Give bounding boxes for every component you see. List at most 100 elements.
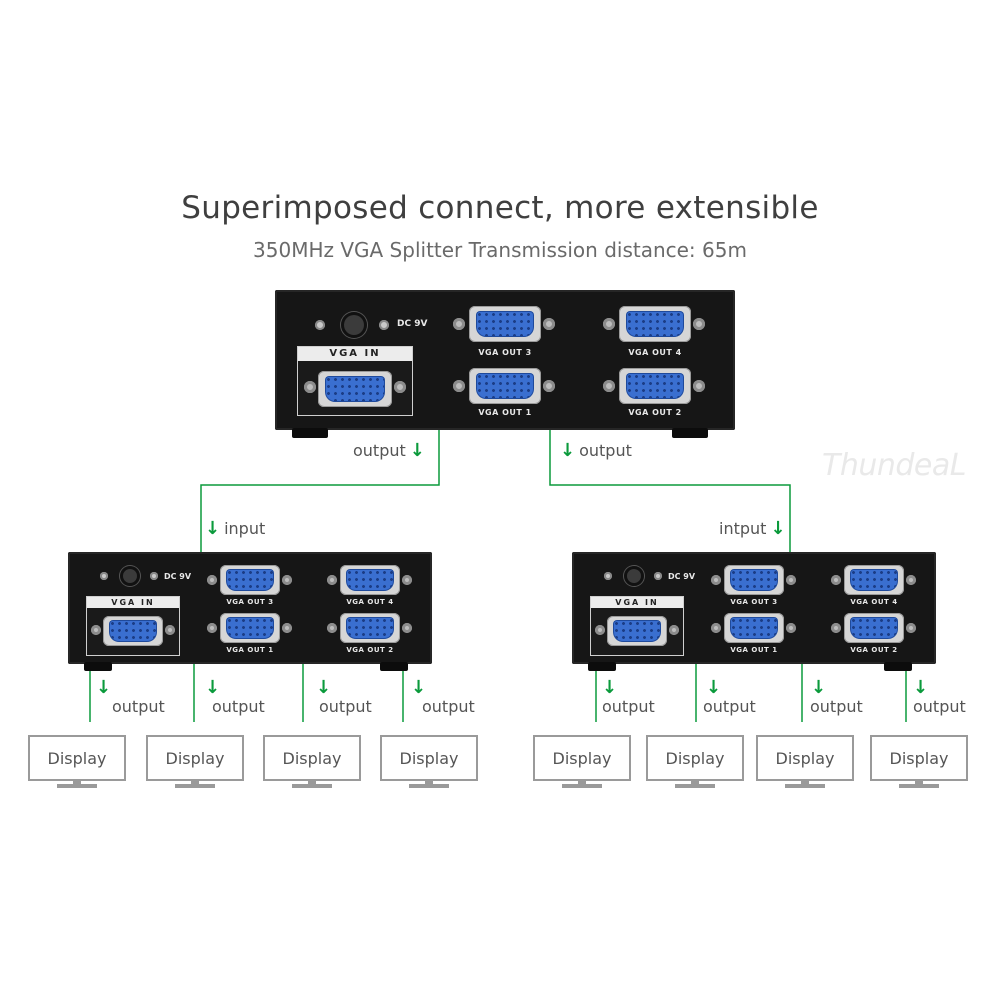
vga-out-4-label: VGA OUT 4: [850, 598, 898, 606]
display-monitor-icon: Display: [533, 735, 631, 781]
vga-out-4-label: VGA OUT 4: [346, 598, 394, 606]
output-label-text: output: [913, 697, 966, 716]
page-subtitle: 350MHz VGA Splitter Transmission distanc…: [253, 238, 747, 262]
vga-out-1-port: [451, 364, 559, 408]
vga-out-1-label: VGA OUT 1: [478, 408, 532, 417]
brand-watermark: ThundeaL: [822, 448, 966, 483]
top-left-output-label: output↓: [353, 439, 425, 461]
dc-power-jack: [341, 312, 367, 338]
arrow-down-icon: ↓: [706, 677, 722, 698]
arrow-down-icon: ↓: [770, 517, 786, 539]
output-label-text: output: [422, 697, 475, 716]
output-label: ↓: [811, 677, 827, 698]
output-label: ↓: [411, 677, 427, 698]
dc-power-jack: [624, 566, 644, 586]
main-vga-splitter: DC 9V VGA IN VGA OUT 3 VGA OUT 4 VGA OUT…: [275, 290, 735, 430]
vga-out-3-port: [451, 302, 559, 346]
display-monitor-icon: Display: [146, 735, 244, 781]
right-input-label: intput↓: [719, 517, 786, 539]
output-label: ↓: [96, 677, 112, 698]
dc-label: DC 9V: [397, 319, 428, 329]
dc-power-jack: [120, 566, 140, 586]
output-label-text: output: [602, 697, 655, 716]
vga-out-3-label: VGA OUT 3: [730, 598, 778, 606]
vga-in-label: VGA IN: [298, 347, 412, 361]
dc-label: DC 9V: [164, 572, 192, 581]
screw-icon: [100, 572, 108, 580]
vga-out-3-label: VGA OUT 3: [226, 598, 274, 606]
display-monitor-icon: Display: [263, 735, 361, 781]
arrow-down-icon: ↓: [811, 677, 827, 698]
vga-in-label: VGA IN: [87, 597, 179, 608]
vga-in-label: VGA IN: [591, 597, 683, 608]
vga-out-1-port: [710, 610, 798, 646]
unit-foot: [588, 662, 616, 671]
arrow-down-icon: ↓: [913, 677, 929, 698]
vga-out-2-port: [326, 610, 414, 646]
screw-icon: [150, 572, 158, 580]
vga-in-panel: VGA IN: [86, 596, 180, 656]
output-label: ↓: [602, 677, 618, 698]
display-monitor-icon: Display: [646, 735, 744, 781]
unit-foot: [292, 428, 328, 438]
arrow-down-icon: ↓: [205, 677, 221, 698]
arrow-down-icon: ↓: [96, 677, 112, 698]
vga-out-3-port: [710, 562, 798, 598]
vga-out-2-label: VGA OUT 2: [346, 646, 394, 654]
output-label-text: output: [319, 697, 372, 716]
output-label-text: output: [703, 697, 756, 716]
screw-icon: [315, 320, 325, 330]
arrow-down-icon: ↓: [316, 677, 332, 698]
arrow-down-icon: ↓: [560, 439, 576, 461]
output-label: ↓: [316, 677, 332, 698]
unit-foot: [84, 662, 112, 671]
display-monitor-icon: Display: [870, 735, 968, 781]
vga-in-port: [298, 367, 412, 411]
vga-out-2-label: VGA OUT 2: [850, 646, 898, 654]
arrow-down-icon: ↓: [602, 677, 618, 698]
right-vga-splitter: DC 9V VGA IN VGA OUT 3 VGA OUT 4 VGA OUT…: [572, 552, 936, 664]
wire-top-to-left: [200, 430, 440, 552]
unit-foot: [672, 428, 708, 438]
screw-icon: [379, 320, 389, 330]
output-label-text: output: [810, 697, 863, 716]
wire-top-to-right: [549, 430, 791, 552]
output-label-text: output: [212, 697, 265, 716]
screw-icon: [604, 572, 612, 580]
vga-out-4-label: VGA OUT 4: [628, 348, 682, 357]
vga-out-2-port: [830, 610, 918, 646]
vga-out-3-label: VGA OUT 3: [478, 348, 532, 357]
arrow-down-icon: ↓: [205, 517, 221, 539]
arrow-down-icon: ↓: [411, 677, 427, 698]
output-label: ↓: [706, 677, 722, 698]
vga-out-3-port: [206, 562, 294, 598]
screw-icon: [654, 572, 662, 580]
vga-in-panel: VGA IN: [590, 596, 684, 656]
display-monitor-icon: Display: [756, 735, 854, 781]
unit-foot: [380, 662, 408, 671]
vga-out-4-port: [601, 302, 709, 346]
unit-foot: [884, 662, 912, 671]
vga-in-port: [591, 613, 683, 651]
output-label: ↓: [913, 677, 929, 698]
display-monitor-icon: Display: [380, 735, 478, 781]
vga-out-2-label: VGA OUT 2: [628, 408, 682, 417]
display-monitor-icon: Display: [28, 735, 126, 781]
vga-out-4-port: [326, 562, 414, 598]
output-label: ↓: [205, 677, 221, 698]
vga-out-1-label: VGA OUT 1: [730, 646, 778, 654]
dc-label: DC 9V: [668, 572, 696, 581]
vga-out-2-port: [601, 364, 709, 408]
page-title: Superimposed connect, more extensible: [181, 190, 819, 226]
vga-out-4-port: [830, 562, 918, 598]
vga-in-panel: VGA IN: [297, 346, 413, 416]
output-label-text: output: [112, 697, 165, 716]
arrow-down-icon: ↓: [409, 439, 425, 461]
vga-out-1-label: VGA OUT 1: [226, 646, 274, 654]
top-right-output-label: ↓output: [560, 439, 632, 461]
left-vga-splitter: DC 9V VGA IN VGA OUT 3 VGA OUT 4 VGA OUT…: [68, 552, 432, 664]
vga-in-port: [87, 613, 179, 651]
vga-out-1-port: [206, 610, 294, 646]
left-input-label: ↓input: [205, 517, 266, 539]
